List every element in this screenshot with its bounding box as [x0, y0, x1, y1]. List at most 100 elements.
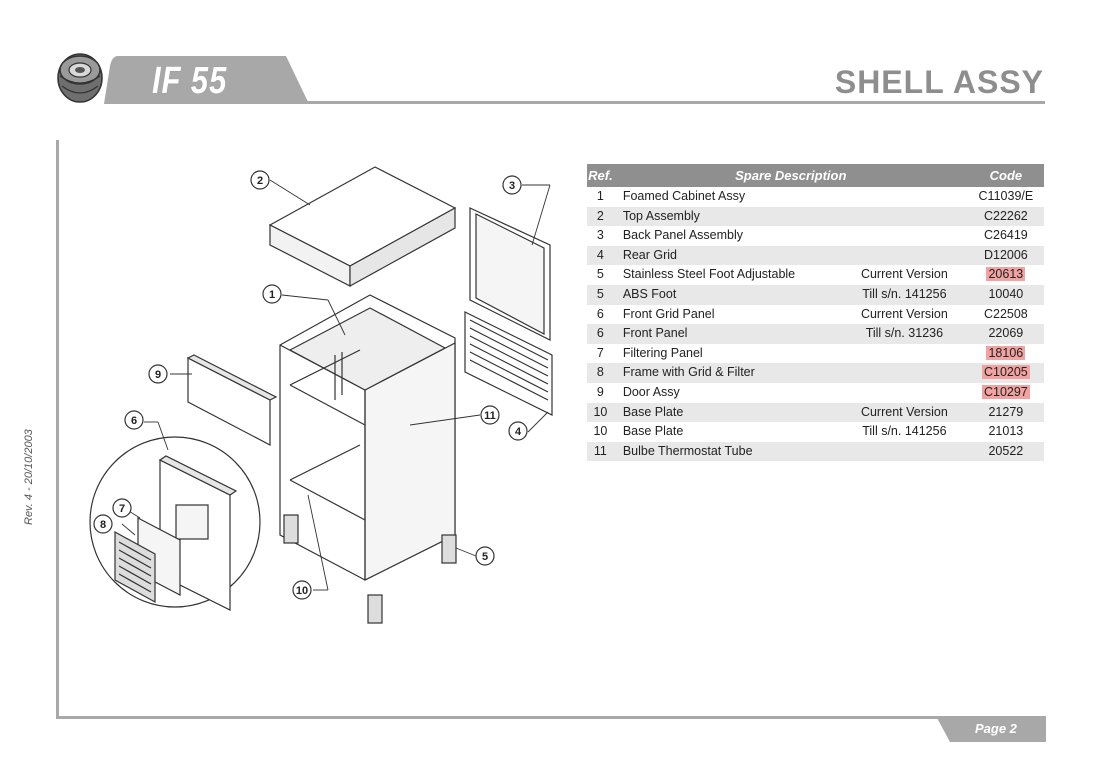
cell-ref: 3 [587, 226, 614, 246]
brand-logo-icon [57, 53, 103, 103]
callout-2: 2 [257, 175, 263, 187]
back-panel-part [469, 207, 551, 341]
cell-description: Foamed Cabinet Assy [613, 187, 842, 207]
callout-7: 7 [119, 503, 125, 515]
highlighted-code: 20613 [986, 267, 1026, 282]
cell-code: 22069 [967, 324, 1044, 344]
model-title: IF 55 [152, 60, 228, 102]
callout-8: 8 [100, 519, 106, 531]
cell-ref: 5 [587, 284, 614, 305]
cell-description: Door Assy [613, 382, 842, 403]
cell-ref: 1 [587, 187, 614, 207]
cell-ref: 10 [587, 422, 614, 442]
callout-5: 5 [482, 551, 488, 563]
cell-version [841, 382, 968, 403]
cell-version [841, 363, 968, 383]
cell-ref: 11 [587, 441, 614, 462]
cell-version: Till s/n. 31236 [841, 324, 968, 344]
cell-description: Bulbe Thermostat Tube [613, 441, 842, 462]
cell-version: Till s/n. 141256 [841, 422, 968, 442]
page-frame-left [56, 140, 59, 718]
cell-version: Current Version [841, 402, 968, 423]
cell-description: Top Assembly [613, 206, 842, 227]
cell-description: Frame with Grid & Filter [613, 363, 842, 383]
cell-description: Base Plate [613, 402, 842, 423]
cell-code: C11039/E [967, 187, 1044, 207]
page-frame-bottom [56, 716, 944, 719]
cell-ref: 6 [587, 324, 614, 344]
callout-1: 1 [269, 289, 275, 301]
cell-description: Stainless Steel Foot Adjustable [613, 265, 842, 285]
callout-3: 3 [509, 180, 515, 192]
cell-description: Front Panel [613, 324, 842, 344]
table-header-row: Ref. Spare Description Code [587, 164, 1044, 187]
callout-10: 10 [296, 585, 308, 597]
cell-version [841, 245, 968, 266]
cell-version [841, 343, 968, 364]
cell-description: Filtering Panel [613, 343, 842, 364]
cell-version: Till s/n. 141256 [841, 284, 968, 305]
revision-label: Rev. 4 - 20/10/2003 [23, 429, 35, 525]
cell-code: C10205 [967, 363, 1044, 383]
cell-code: C22262 [967, 206, 1044, 227]
cell-description: ABS Foot [613, 284, 842, 305]
cell-code: 18106 [967, 343, 1044, 364]
cell-description: Base Plate [613, 422, 842, 442]
foot-part [283, 514, 457, 624]
top-assembly-part [268, 166, 457, 288]
cell-ref: 10 [587, 402, 614, 423]
callout-6: 6 [131, 415, 137, 427]
highlighted-code: C10297 [981, 384, 1030, 399]
header-tab [104, 56, 309, 104]
cell-description: Back Panel Assembly [613, 226, 842, 246]
door-assy-part [186, 354, 278, 446]
detail-circle [89, 436, 261, 611]
cell-version [841, 206, 968, 227]
callout-4: 4 [515, 426, 522, 438]
cell-ref: 6 [587, 304, 614, 325]
cell-code: D12006 [967, 245, 1044, 266]
header-ref: Ref. [587, 164, 614, 187]
cell-ref: 7 [587, 343, 614, 364]
section-title: SHELL ASSY [834, 64, 1044, 100]
cell-ref: 4 [587, 245, 614, 266]
cell-code: 10040 [967, 284, 1044, 305]
cell-version [841, 187, 968, 207]
cell-version [841, 441, 968, 462]
cell-ref: 8 [587, 363, 614, 383]
callout-9: 9 [155, 369, 161, 381]
cell-description: Front Grid Panel [613, 304, 842, 325]
header-rule [300, 101, 1045, 104]
exploded-view-diagram: 2 1 3 4 5 6 7 8 9 10 11 [89, 166, 553, 624]
page-number: Page 2 [975, 721, 1017, 736]
cell-ref: 9 [587, 382, 614, 403]
cell-version: Current Version [841, 265, 968, 285]
cell-code: C22508 [967, 304, 1044, 325]
cell-code: 20613 [967, 265, 1044, 285]
header-code: Code [967, 164, 1044, 187]
highlighted-code: C10205 [981, 365, 1030, 380]
header-description: Spare Description [613, 164, 968, 187]
highlighted-code: 18106 [986, 345, 1026, 360]
cell-code: C26419 [967, 226, 1044, 246]
cell-ref: 5 [587, 265, 614, 285]
cell-code: 21013 [967, 422, 1044, 442]
cell-version: Current Version [841, 304, 968, 325]
cell-version [841, 226, 968, 246]
